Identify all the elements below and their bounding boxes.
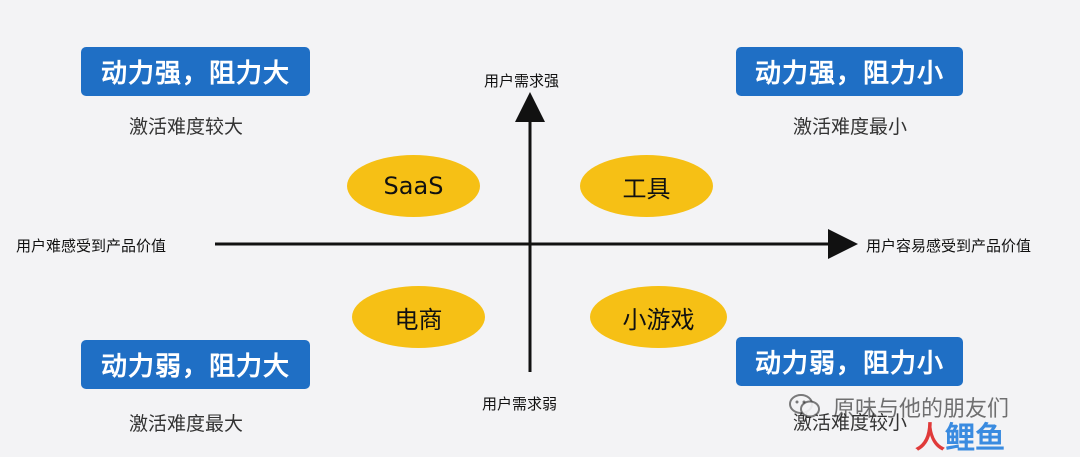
quadrant-desc-top-left: 激活难度较大 <box>128 116 243 138</box>
quadrant-title-bottom-right: 动力弱，阻力小 <box>736 337 963 386</box>
watermark-logo-part2: 鲤鱼 <box>945 421 1005 456</box>
quadrant-desc-bottom-right: 激活难度较小 <box>792 412 907 434</box>
quadrant-title-top-right: 动力强，阻力小 <box>736 47 963 96</box>
quadrant-title-top-left: 动力强，阻力大 <box>81 47 310 96</box>
category-ellipse-saas: SaaS <box>347 155 480 217</box>
watermark-text: 原味与他的朋友们 <box>833 397 1010 422</box>
wechat-icon <box>789 393 821 419</box>
axis-label-bottom: 用户需求弱 <box>482 395 558 413</box>
quadrant-desc-top-right: 激活难度最小 <box>792 116 907 138</box>
watermark-logo-part1: 人 <box>915 421 945 456</box>
category-ellipse-mini-games: 小游戏 <box>590 286 727 348</box>
quadrant-title-bottom-left: 动力弱，阻力大 <box>81 340 310 389</box>
watermark-logo: 人鲤鱼 <box>915 413 1005 457</box>
category-ellipse-tools: 工具 <box>580 155 713 217</box>
category-ellipse-ecommerce: 电商 <box>352 286 485 348</box>
axis-label-left: 用户难感受到产品价值 <box>16 237 167 255</box>
axis-label-top: 用户需求强 <box>484 72 560 90</box>
quadrant-desc-bottom-left: 激活难度最大 <box>128 413 243 435</box>
axis-label-right: 用户容易感受到产品价值 <box>866 237 1032 255</box>
